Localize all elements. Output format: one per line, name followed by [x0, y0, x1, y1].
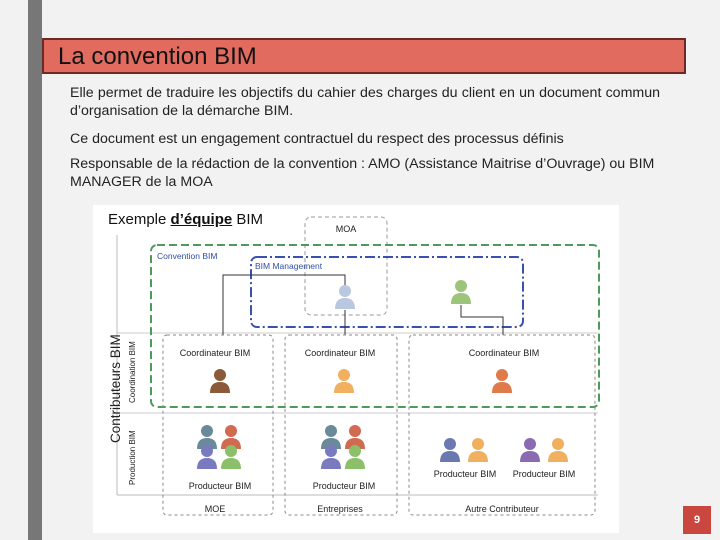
moa-manager-icon — [335, 285, 355, 309]
left-accent-bar — [28, 0, 42, 540]
coordinator-icon — [334, 369, 354, 393]
producer-icon — [520, 438, 540, 462]
slide-title: La convention BIM — [58, 43, 257, 70]
contributeurs-bim-label: Contributeurs BIM — [108, 334, 123, 443]
producer-group-moe-icon — [197, 425, 241, 469]
convention-bim-label: Convention BIM — [157, 251, 217, 261]
moa-box — [304, 216, 388, 316]
coordinator-icon — [210, 369, 230, 393]
producer-group-entreprises-icon — [321, 425, 365, 469]
paragraph-responsible: Responsable de la rédaction de la conven… — [70, 156, 655, 190]
producer-label: Producteur BIM — [313, 481, 376, 491]
slide-title-bar: La convention BIM — [42, 38, 686, 74]
page-number: 9 — [683, 506, 711, 534]
producer-label: Producteur BIM — [513, 469, 576, 479]
convention-bim-box — [150, 244, 600, 408]
coordinator-label: Coordinateur BIM — [305, 348, 376, 358]
producer-icon — [468, 438, 488, 462]
paragraph-purpose: Elle permet de traduire les objectifs du… — [70, 85, 660, 119]
row-label-production: Production BIM — [128, 430, 137, 485]
bim-management-label: BIM Management — [255, 261, 323, 271]
figure-title-prefix: Exemple — [108, 211, 167, 228]
moa-label: MOA — [336, 224, 357, 234]
figure-title: Exemple d’équipe BIM — [108, 211, 263, 228]
column-moe-box — [162, 334, 274, 516]
producer-icon — [440, 438, 460, 462]
producer-label: Producteur BIM — [434, 469, 497, 479]
producer-icon — [548, 438, 568, 462]
column-label-entreprises: Entreprises — [317, 504, 363, 514]
connector-line — [222, 274, 346, 335]
figure-title-emphasis: d’équipe — [170, 211, 233, 228]
connector-line — [460, 305, 504, 335]
figure-title-suffix: BIM — [236, 211, 264, 228]
column-label-autre: Autre Contributeur — [465, 504, 539, 514]
bim-team-diagram: MOA Convention BIM BIM Management Coordi… — [93, 205, 619, 533]
coordinator-label: Coordinateur BIM — [469, 348, 540, 358]
coordinator-label: Coordinateur BIM — [180, 348, 251, 358]
column-label-moe: MOE — [205, 504, 226, 514]
row-label-coordination: Coordination BIM — [128, 341, 137, 403]
producer-label: Producteur BIM — [189, 481, 252, 491]
bim-manager-icon — [451, 280, 471, 304]
bim-management-box — [250, 256, 524, 328]
column-autre-box — [408, 334, 596, 516]
coordinator-icon — [492, 369, 512, 393]
diagram-svg: MOA Convention BIM BIM Management Coordi… — [116, 216, 600, 516]
paragraph-engagement: Ce document est un engagement contractue… — [70, 131, 564, 147]
